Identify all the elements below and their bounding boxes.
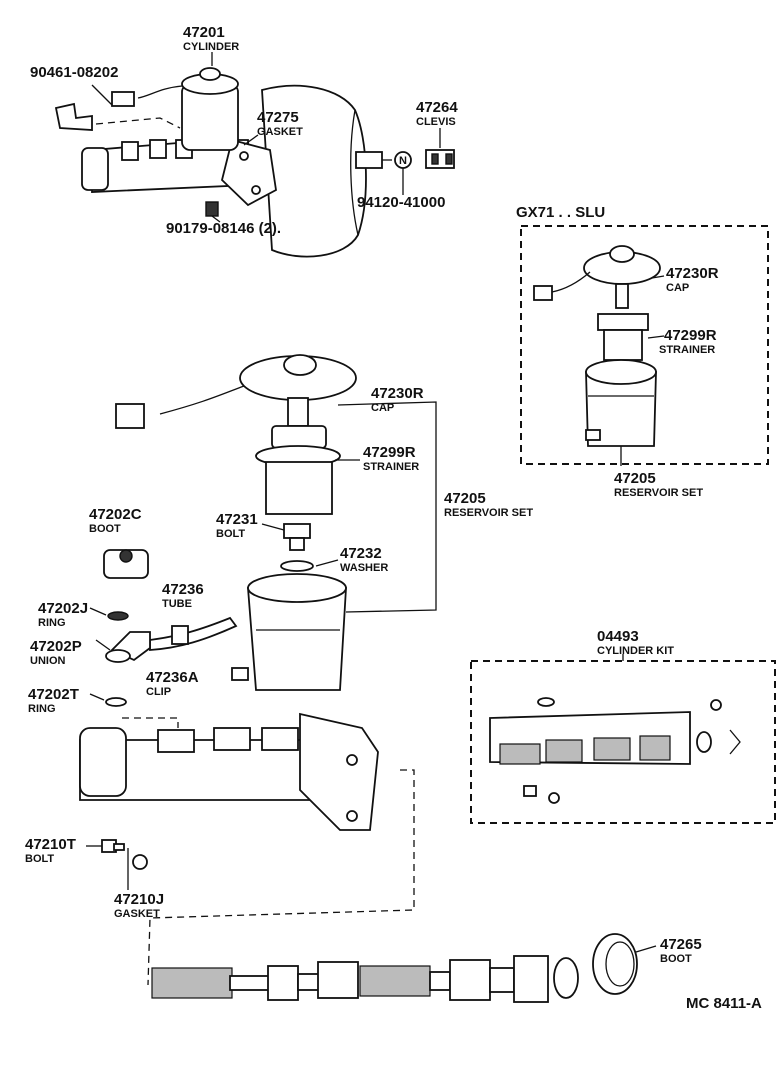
label-47299R-gx-num: 47299R <box>664 327 717 344</box>
label-47299R-num: 47299R <box>363 444 416 461</box>
reservoir-body <box>231 573 347 691</box>
label-47231-name: BOLT <box>216 528 245 540</box>
gx-title: GX71 . . SLU <box>516 204 605 221</box>
label-47230R-name: CAP <box>371 402 394 414</box>
label-04493-num: 04493 <box>597 628 639 645</box>
cyl-gasket <box>132 854 148 870</box>
label-47210J-name: GASKET <box>114 908 160 920</box>
label-47205-gx-name: RESERVOIR SET <box>614 487 703 499</box>
cyl-bolt <box>101 839 125 853</box>
label-47299R-name: STRAINER <box>363 461 419 473</box>
reservoir-bolt <box>283 523 311 551</box>
label-04493-name: CYLINDER KIT <box>597 645 674 657</box>
union-part <box>105 631 151 663</box>
reservoir-washer <box>280 560 314 572</box>
tube-part <box>149 616 238 651</box>
label-47232-num: 47232 <box>340 545 382 562</box>
label-47202P-num: 47202P <box>30 638 82 655</box>
label-47236A-name: CLIP <box>146 686 171 698</box>
top-sensor-clip <box>54 102 181 131</box>
label-47210T-name: BOLT <box>25 853 54 865</box>
brake-booster <box>261 84 392 258</box>
label-47210T-num: 47210T <box>25 836 76 853</box>
label-47232-name: WASHER <box>340 562 388 574</box>
label-47236-name: TUBE <box>162 598 192 610</box>
n-marker: N <box>394 151 412 169</box>
label-47210J-num: 47210J <box>114 891 164 908</box>
piston-assembly <box>151 955 579 1003</box>
n-marker-text: N <box>399 155 407 167</box>
label-47236-num: 47236 <box>162 581 204 598</box>
gx-reservoir <box>585 359 657 447</box>
label-47236A-num: 47236A <box>146 669 199 686</box>
label-47201-num: 47201 <box>183 24 225 41</box>
label-47202T-name: RING <box>28 703 56 715</box>
boot-part <box>103 549 149 579</box>
top-nut <box>205 201 219 217</box>
gx-cap <box>533 245 661 309</box>
label-47230R-gx-num: 47230R <box>666 265 719 282</box>
label-47205-name: RESERVOIR SET <box>444 507 533 519</box>
master-cylinder-top <box>81 138 277 207</box>
label-47205-gx-num: 47205 <box>614 470 656 487</box>
label-47202C-name: BOOT <box>89 523 121 535</box>
gx-strainer <box>597 313 649 361</box>
bottom-boot <box>592 933 638 995</box>
label-47275-num: 47275 <box>257 109 299 126</box>
label-47275-name: GASKET <box>257 126 303 138</box>
label-94120-num: 94120-41000 <box>357 194 445 211</box>
label-47230R-num: 47230R <box>371 385 424 402</box>
label-47264-name: CLEVIS <box>416 116 456 128</box>
label-47202P-name: UNION <box>30 655 66 667</box>
label-47202T-num: 47202T <box>28 686 79 703</box>
label-47202C-num: 47202C <box>89 506 142 523</box>
label-90461-num: 90461-08202 <box>30 64 118 81</box>
label-47201-name: CYLINDER <box>183 41 239 53</box>
label-47264-num: 47264 <box>416 99 458 116</box>
clevis-part <box>425 149 455 169</box>
label-47202J-name: RING <box>38 617 66 629</box>
label-47299R-gx-name: STRAINER <box>659 344 715 356</box>
top-reservoir-cylinder <box>111 67 239 151</box>
label-47231-num: 47231 <box>216 511 258 528</box>
kit-contents <box>489 697 741 804</box>
reservoir-strainer <box>255 425 341 515</box>
label-47230R-gx-name: CAP <box>666 282 689 294</box>
reservoir-cap <box>115 354 357 429</box>
label-47265-num: 47265 <box>660 936 702 953</box>
reference-code: MC 8411-A <box>686 995 762 1012</box>
label-47265-name: BOOT <box>660 953 692 965</box>
main-cylinder-body <box>79 712 379 831</box>
label-90179-num: 90179-08146 (2). <box>166 220 281 237</box>
label-47205-num: 47205 <box>444 490 486 507</box>
label-47202J-num: 47202J <box>38 600 88 617</box>
